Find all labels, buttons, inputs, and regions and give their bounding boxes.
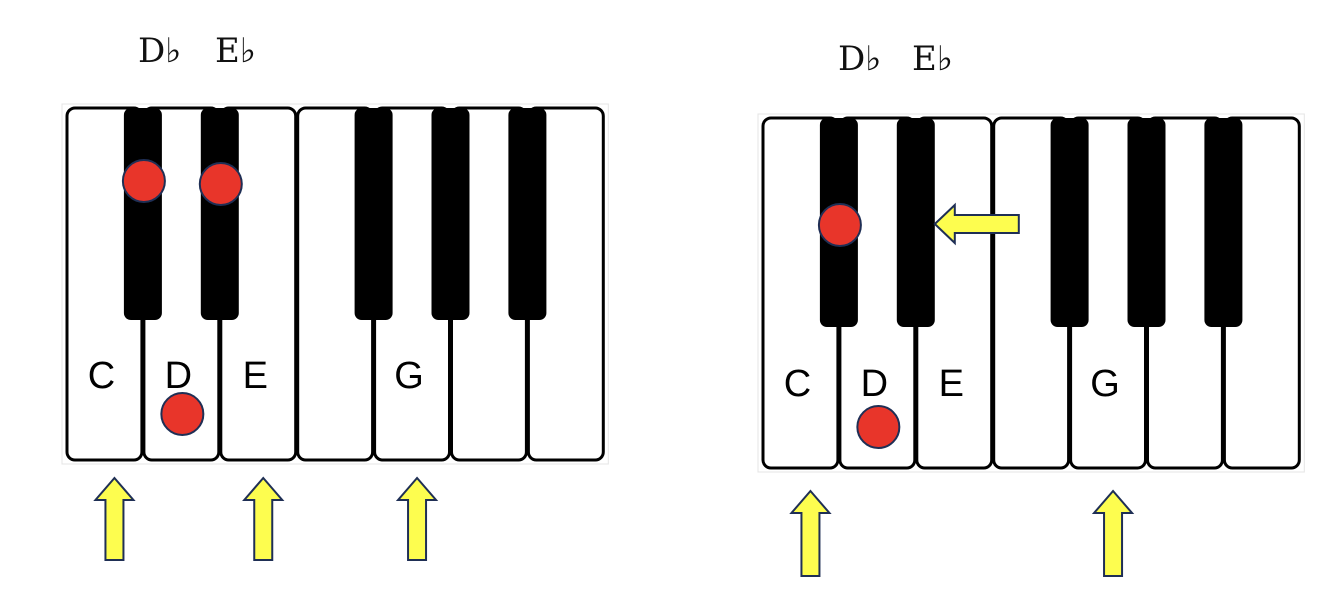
up-arrow-icon: [93, 476, 136, 561]
black-key-G#: [1127, 118, 1166, 327]
key-label-G: G: [394, 355, 424, 397]
black-key-D#: [200, 108, 239, 320]
up-arrow-icon: [395, 476, 439, 561]
left-arrow-icon: [933, 202, 1020, 246]
key-label-D: D: [165, 355, 192, 397]
keyboard-left: D♭ E♭ C D E G: [61, 31, 609, 561]
header-label: E♭: [912, 39, 953, 79]
black-key-A#: [1204, 118, 1243, 327]
header-label: D♭: [138, 31, 181, 71]
note-dot-C#: [817, 203, 862, 247]
key-label-E: E: [243, 355, 268, 397]
key-label-C: C: [784, 363, 811, 405]
up-arrow-icon: [242, 476, 285, 561]
note-dot-D: [160, 392, 205, 436]
black-key-F#: [354, 108, 393, 320]
header-label: E♭: [215, 31, 256, 71]
note-dot-D: [856, 405, 901, 449]
black-key-F#: [1050, 118, 1089, 327]
black-key-A#: [508, 108, 547, 320]
up-arrow-icon: [789, 489, 832, 577]
up-arrow-icon: [1091, 489, 1135, 577]
key-label-D: D: [861, 363, 888, 405]
black-key-D#: [896, 118, 935, 327]
black-key-C#: [123, 108, 162, 320]
header-label: D♭: [838, 39, 881, 79]
black-key-G#: [431, 108, 470, 320]
key-label-E: E: [939, 363, 964, 405]
note-dot-D#: [198, 162, 243, 206]
note-dot-C#: [121, 159, 166, 203]
keyboard-right: D♭ E♭ C D E G: [757, 39, 1305, 577]
key-label-C: C: [88, 355, 115, 397]
key-label-G: G: [1090, 363, 1120, 405]
